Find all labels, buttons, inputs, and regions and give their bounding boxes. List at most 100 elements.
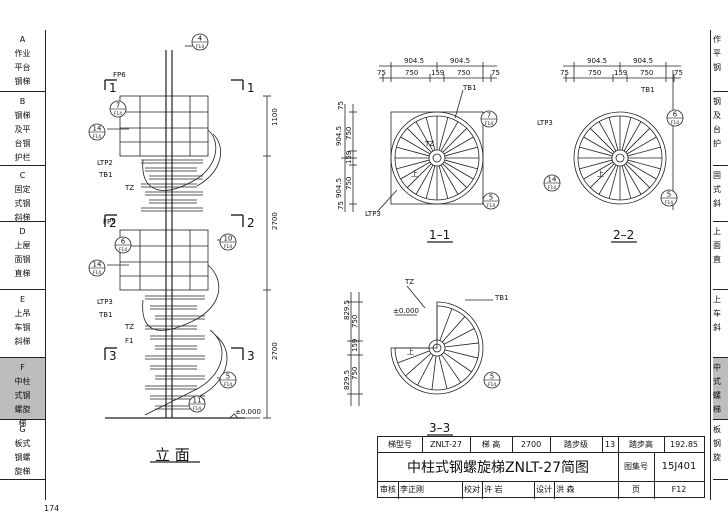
sidebar-tab-code: B <box>19 97 26 106</box>
p11-side-f: 904.5 <box>335 178 343 198</box>
tb-steps-value: 13 <box>604 440 616 449</box>
tb-page-label: 页 <box>632 484 640 494</box>
sidebar-right-tab[interactable]: 钢及台护 <box>713 92 728 166</box>
p11-dim-top-b: 904.5 <box>450 57 470 65</box>
tb-check-name: 许 岩 <box>484 484 503 494</box>
section-mark-3-left: 3 <box>109 349 117 363</box>
sidebar-right-tab-line: 中 <box>713 363 721 372</box>
p11-label-ltp3: LTP3 <box>365 210 381 218</box>
callout-number: 5 <box>489 194 493 202</box>
p22-title: 2–2 <box>613 228 634 242</box>
p33-side-b: 750 <box>351 315 359 328</box>
p22-label-up: 上 <box>597 169 604 178</box>
dim-top: 1100 <box>271 108 279 126</box>
callout-ref: F14 <box>224 382 232 388</box>
p11-dim-e: 159 <box>431 69 444 77</box>
callout-number: 7 <box>116 102 120 110</box>
sidebar-tab-label-line: 及平 <box>14 125 31 134</box>
sidebar-tab-code: C <box>19 171 26 180</box>
sidebar-right-tab-line: 护 <box>713 139 721 148</box>
sidebar-tab-label-line: 钢螺 <box>14 453 31 462</box>
sidebar-right-tab[interactable]: 固式斜 <box>713 166 728 222</box>
p11-dim-f: 750 <box>457 69 470 77</box>
tb-height-label: 梯 高 <box>481 440 501 449</box>
sidebar-tab-label-line: 固定 <box>14 185 31 194</box>
tb-page-value: F12 <box>671 484 687 494</box>
p11-label-up: 上 <box>411 169 418 178</box>
callout-ref: F14 <box>93 270 101 276</box>
dim-mid: 2700 <box>271 212 279 230</box>
callout-number: 14 <box>93 261 102 269</box>
tb-drawing-title: 中柱式钢螺旋梯ZNLT-27简图 <box>406 459 590 476</box>
p11-label-tz: TZ <box>424 140 434 148</box>
label-ltp2: LTP2 <box>97 159 113 167</box>
sidebar-tab-label-line: 钢梯 <box>14 111 31 120</box>
p11-side-g: 75 <box>337 201 345 210</box>
sidebar-right-tab-line: 梯 <box>713 405 721 414</box>
sidebar-right-tab-line: 上 <box>713 227 721 236</box>
p33-label-up: 上 <box>407 347 414 356</box>
sidebar-tab-label-line: 钢梯 <box>14 77 31 86</box>
p22-dim-top-a: 904.5 <box>587 57 607 65</box>
p11-label-tb1: TB1 <box>462 84 477 92</box>
p11-side-c: 904.5 <box>335 126 343 146</box>
p33-label-tb1: TB1 <box>494 294 509 302</box>
sidebar-tab-label-line: 梯 <box>18 419 27 428</box>
p22-dim-f: 750 <box>640 69 653 77</box>
sidebar-right-tab[interactable]: 上车斜 <box>713 290 728 358</box>
p22-label-ltp3: LTP3 <box>537 119 553 127</box>
sidebar-tab-code: A <box>19 35 26 44</box>
label-ltp3: LTP3 <box>97 298 113 306</box>
callout-number: 5 <box>490 373 494 381</box>
p11-side-b: 750 <box>345 127 353 140</box>
sidebar-right-tab-line: 旋 <box>713 453 721 462</box>
sidebar-tab-code: G <box>19 425 26 434</box>
callout-ref: F14 <box>487 203 495 209</box>
sidebar-right-tab[interactable]: 中式螺梯 <box>713 358 728 420</box>
tb-type-label: 梯型号 <box>388 440 412 449</box>
sidebar-tab-label-line: 式钢 <box>14 391 31 400</box>
p11-dim-top-a: 904.5 <box>404 57 424 65</box>
sidebar-right-tab-line: 钢 <box>713 97 721 106</box>
p33-side-a: 829.5 <box>343 300 351 320</box>
callout-ref: F14 <box>671 120 679 126</box>
sidebar-right-tab-line: 上 <box>713 295 721 304</box>
sidebar-right: 作平钢钢及台护固式斜上面直上车斜中式螺梯板钢旋 <box>710 30 728 500</box>
sidebar-right-tab[interactable]: 上面直 <box>713 222 728 290</box>
p33-title: 3–3 <box>429 421 450 435</box>
sidebar-right-tab[interactable]: 作平钢 <box>713 30 728 92</box>
section-mark-1-left: 1 <box>109 81 117 95</box>
sidebar-right-tab-line: 作 <box>713 35 721 44</box>
callout-number: 6 <box>121 238 126 246</box>
callout-number: 10 <box>224 235 233 243</box>
p33-side-c: 159 <box>351 339 359 352</box>
tb-steps-label: 踏步级 <box>564 440 588 449</box>
label-tz-lower: TZ <box>124 323 134 331</box>
section-mark-3-right: 3 <box>247 349 255 363</box>
sidebar-tab-label-line: 螺旋 <box>14 405 31 414</box>
callout-ref: F14 <box>488 382 496 388</box>
drawing-frame: 1 1 2 2 3 3 FP6 FP5 LTP2 TB1 TZ LTP3 TB1… <box>45 30 710 500</box>
p33-side-e: 829.5 <box>343 370 351 390</box>
sidebar-right-tab[interactable]: 板钢旋 <box>713 420 728 480</box>
sidebar-right-tab-line: 车 <box>713 309 721 318</box>
section-mark-2-left: 2 <box>109 216 117 230</box>
sidebar-tab-label-line: 上吊 <box>14 309 31 318</box>
p33-label-tz: TZ <box>404 278 414 286</box>
p11-side-e: 750 <box>345 177 353 190</box>
